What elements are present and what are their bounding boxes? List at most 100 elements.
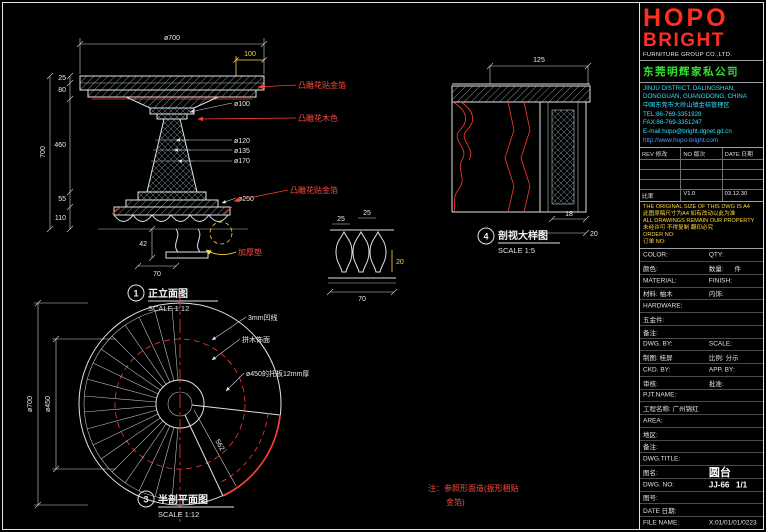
- rev-col-date: DATE 日期: [724, 152, 753, 159]
- revision-table: REV 修改 NO 版次 DATE 日期 比率 V1.0 03.12.30: [640, 148, 763, 203]
- title-block: HOPO BRIGHT FURNITURE GROUP CO.,LTD. 东莞明…: [640, 3, 763, 529]
- dim-label-leg-25b: 25: [363, 210, 371, 217]
- website-link[interactable]: http://www.hopo-bright.com: [643, 136, 718, 144]
- address-line-tel: TEL:86-769-3351928: [643, 110, 702, 118]
- dim-label-edge-100: 100: [244, 51, 256, 58]
- tb-row-dwgno: DWG. NO: JJ-66 1/1: [640, 479, 763, 492]
- tb-row-color-cn: 颜色: 数量: 件: [640, 262, 763, 275]
- revision-empty-row: [640, 180, 763, 191]
- address-line-email: E-mail:hopo@bright.dgnet.gd.cn: [643, 128, 732, 136]
- tb-row-area-cn: 地区:: [640, 428, 763, 441]
- dim-label-top-diameter: ø700: [164, 35, 180, 42]
- note-bracket: ø450的托板12mm厚: [246, 369, 309, 378]
- file-path-value: X:01/01/01/0223: [708, 519, 757, 527]
- tb-row-dwgby: DWG. BY:SCALE:: [640, 339, 763, 352]
- tb-value: QTY:: [708, 251, 724, 259]
- tb-row-filename: FILE NAME: X:01/01/01/0223: [640, 517, 763, 529]
- dim-label-110: 110: [55, 215, 66, 222]
- tb-label: 图号:: [643, 495, 658, 503]
- dim-label-dia100: ø100: [234, 101, 250, 108]
- address-line-fax: FAX:86-769-3351247: [643, 119, 702, 127]
- dim-label-460: 460: [54, 142, 66, 149]
- tb-label: PJT.NAME:: [643, 391, 677, 399]
- address-line: DONGGUAN, GUANGDONG, CHINA: [643, 93, 747, 101]
- tb-label: 审核:: [643, 380, 658, 388]
- tb-label: 材料: 柚木: [643, 291, 673, 299]
- tb-value: SCALE:: [708, 340, 732, 348]
- logo-hopo-text: HOPO: [643, 4, 729, 32]
- dim-label-leg-25a: 25: [337, 216, 345, 223]
- drawing-number-value: JJ-66 1/1: [708, 480, 748, 490]
- tb-label: AREA:: [643, 417, 663, 425]
- tb-label: 颜色:: [643, 265, 658, 273]
- tb-row-ckdby: CKD. BY:APP. BY:: [640, 364, 763, 377]
- tb-label: 备注:: [643, 329, 658, 337]
- rev-cell: [681, 170, 723, 180]
- tb-value: 比例: 分示: [708, 355, 739, 363]
- dim-label-dia135: ø135: [234, 148, 250, 155]
- company-address: JINJU DISTRICT, DALINGSHAN, DONGGUAN, GU…: [640, 83, 763, 149]
- view-number-plan: 3: [143, 495, 148, 505]
- leg-detail-view: 25 25 20 70: [326, 210, 404, 303]
- dim-label-dia120: ø120: [234, 138, 250, 145]
- tb-label: 地区:: [643, 431, 658, 439]
- tb-value: APP. BY:: [708, 366, 735, 374]
- rev-cell: [723, 180, 763, 189]
- dim-label-80: 80: [58, 87, 66, 94]
- tb-row-remark2: 备注:: [640, 441, 763, 454]
- tb-label: DATE 日期:: [643, 508, 677, 516]
- rev-cell: [640, 170, 682, 180]
- view-number-section: 4: [483, 232, 488, 242]
- copyright-line: 未经许可 不得复制 翻印必究: [643, 225, 714, 232]
- drawing-title-value: 圆台: [708, 466, 731, 479]
- dim-label-20: 20: [590, 231, 598, 238]
- view-title-elevation: 正立面图: [148, 287, 188, 300]
- view-title-section: 剖视大样图: [498, 229, 548, 242]
- rev-cell: [681, 180, 723, 190]
- dim-label-125: 125: [533, 57, 545, 64]
- revision-header-row: REV 修改 NO 版次 DATE 日期: [640, 148, 763, 161]
- tb-row-date: DATE 日期:: [640, 504, 763, 518]
- rev-col-rev: REV 修改: [640, 148, 682, 160]
- view-title-plan: 半剖平面图: [158, 493, 208, 506]
- tb-label: DWG.TITLE:: [643, 455, 681, 463]
- revision-entry-row: 比率 V1.0 03.12.30: [640, 190, 763, 202]
- tb-value: FINISH:: [708, 277, 732, 285]
- tb-row-dwgno-cn: 图号:: [640, 492, 763, 505]
- tb-value: 数量: 件: [708, 265, 742, 273]
- note-gold-leaf-top: 凸雕花贴金箔: [298, 80, 346, 90]
- copyright-line: 订单 NO:: [643, 239, 666, 246]
- dim-label-18: 18: [565, 211, 573, 218]
- rev-entry-label: 比率: [640, 190, 682, 202]
- sheet-footnote: 注：参照形面造(振形梱贴 金箔): [428, 483, 519, 507]
- note-veneer: 拼木饰面: [242, 335, 270, 344]
- rev-cell: [640, 180, 682, 190]
- dim-label-42: 42: [139, 241, 147, 248]
- dim-label-562: 562: [213, 438, 225, 452]
- rev-cell: [640, 160, 682, 170]
- tb-label: 五金件:: [643, 316, 665, 324]
- rev-cell: [681, 160, 723, 170]
- rev-entry-version: V1.0: [681, 190, 723, 202]
- tb-label: FILE NAME:: [643, 519, 680, 527]
- note-wood-color: 凸雕花木色: [298, 113, 338, 123]
- address-line: JINJU DISTRICT, DALINGSHAN,: [643, 84, 735, 92]
- tb-row-hardware: HARDWARE:: [640, 300, 763, 314]
- tb-label: DWG. NO:: [643, 481, 675, 489]
- rev-col-no: NO 版次: [681, 148, 723, 160]
- tb-row-material: MATERIAL:FINISH:: [640, 275, 763, 288]
- tb-label: 制图: 桂屏: [643, 355, 673, 363]
- dim-label-55: 55: [58, 196, 66, 203]
- tb-label: COLOR:: [643, 251, 668, 259]
- section-detail-view: 125 18 20 4 剖视大样图 SCALE 1:5: [451, 57, 598, 255]
- revision-empty-row: [640, 170, 763, 181]
- view-scale-plan: SCALE 1:12: [158, 510, 199, 519]
- dim-label-total-700: 700: [40, 146, 47, 158]
- copyright-line: ORDER NO:: [643, 232, 675, 239]
- tb-row-remark1: 备注:: [640, 326, 763, 339]
- logo-bright-text: BRIGHT: [643, 29, 725, 51]
- company-logo: HOPO BRIGHT FURNITURE GROUP CO.,LTD.: [640, 3, 763, 61]
- tb-label: 工程名称: 广州锦红: [643, 406, 699, 414]
